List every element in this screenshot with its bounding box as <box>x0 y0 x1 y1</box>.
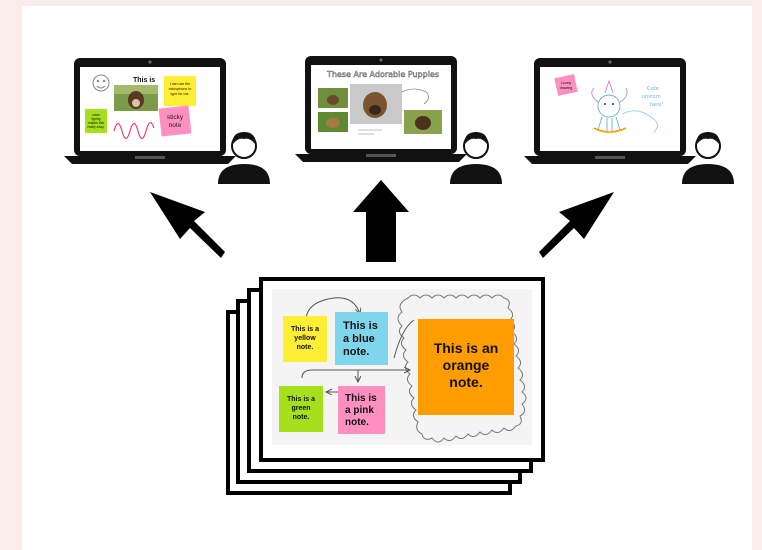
puppy-photo-small-3 <box>404 110 442 134</box>
laptop-left-title: This is <box>133 77 155 84</box>
svg-text:drawing: drawing <box>560 86 573 90</box>
laptop-right-scribble-1: Cute <box>647 86 659 92</box>
laptop-middle-camera-icon <box>379 58 383 62</box>
laptop-left: This is I can use the microphone to type… <box>64 58 236 164</box>
laptop-middle-base <box>295 154 467 162</box>
laptop-left-base <box>64 156 236 164</box>
svg-text:note.: note. <box>449 374 482 390</box>
laptop-middle: These Are Adorable Puppies <box>295 56 467 162</box>
svg-text:This is an: This is an <box>434 340 499 356</box>
connector-to-orange <box>301 370 410 379</box>
connector-yellow-to-blue <box>305 297 360 325</box>
green-note: This is a green note. <box>279 386 323 432</box>
gray-doodle <box>401 88 429 105</box>
blue-note: This is a blue note. <box>335 312 388 365</box>
svg-text:note.: note. <box>293 414 310 421</box>
svg-text:I can use the: I can use the <box>170 82 191 86</box>
laptop-right-camera-icon <box>608 60 612 64</box>
pink-scribble-doodle <box>113 122 155 140</box>
connector-blue-to-frame <box>393 319 415 359</box>
svg-text:makes this: makes this <box>88 121 105 125</box>
yellow-note: This is a yellow note. <box>283 316 327 362</box>
arrow-up-left <box>150 192 225 258</box>
orange-note: This is an orange note. <box>418 319 514 415</box>
pink-note: This is a pink note. <box>338 386 385 434</box>
svg-text:Lovely: Lovely <box>561 81 572 85</box>
laptop-right-trackpad <box>595 156 625 159</box>
svg-text:microphone to: microphone to <box>169 87 192 91</box>
svg-text:note.: note. <box>343 346 369 358</box>
svg-text:orange: orange <box>443 357 490 373</box>
laptop-middle-title: These Are Adorable Puppies <box>326 70 439 79</box>
svg-text:sticky: sticky <box>167 114 184 121</box>
diagram-canvas: This is I can use the microphone to type… <box>64 56 734 495</box>
puppy-photo-small-2 <box>318 112 348 132</box>
arrow-up <box>353 180 409 262</box>
laptop-left-green-note: voice typing makes this really easy. <box>85 109 107 133</box>
laptop-left-camera-icon <box>148 60 152 64</box>
laptop-left-trackpad <box>135 156 165 159</box>
smiley-doodle-icon <box>92 74 110 92</box>
diagram-panel: This is I can use the microphone to type… <box>22 6 752 550</box>
user-middle-icon <box>450 132 502 184</box>
unicorn-drawing <box>591 79 658 133</box>
svg-text:really easy.: really easy. <box>88 125 105 129</box>
squiggle-frame-doodle <box>397 294 527 443</box>
svg-text:note: note <box>169 122 182 129</box>
svg-text:This is: This is <box>343 320 378 332</box>
caption-doodle <box>358 129 382 135</box>
laptop-left-pink-note: sticky note <box>158 105 192 137</box>
svg-text:typing: typing <box>91 117 100 121</box>
user-right-icon <box>682 132 734 184</box>
puppy-photo-small-1 <box>318 88 348 108</box>
svg-text:note.: note. <box>345 417 369 428</box>
svg-text:voice: voice <box>92 113 100 117</box>
svg-text:note.: note. <box>297 344 314 351</box>
svg-text:This is a: This is a <box>291 326 319 333</box>
arrow-up-right <box>539 192 614 258</box>
svg-text:This is: This is <box>345 393 377 404</box>
laptop-left-yellow-note: I can use the microphone to type for me. <box>164 76 196 106</box>
user-left-icon <box>218 132 270 184</box>
svg-text:type for me.: type for me. <box>171 92 190 96</box>
laptop-right-base <box>524 156 696 164</box>
svg-text:This is a: This is a <box>287 396 315 403</box>
puppy-photo <box>114 85 158 111</box>
laptop-right: Lovely drawing Cute unicorn here! <box>524 58 696 164</box>
svg-text:a pink: a pink <box>345 405 374 416</box>
svg-text:yellow: yellow <box>294 335 316 342</box>
laptop-right-pink-note: Lovely drawing <box>554 74 578 96</box>
laptop-right-scribble-2: unicorn <box>642 94 661 100</box>
laptop-right-scribble-3: here! <box>650 102 663 108</box>
puppy-photo-large <box>350 84 402 124</box>
laptop-middle-trackpad <box>366 154 396 157</box>
svg-text:a blue: a blue <box>343 333 375 345</box>
svg-text:green: green <box>291 405 310 412</box>
